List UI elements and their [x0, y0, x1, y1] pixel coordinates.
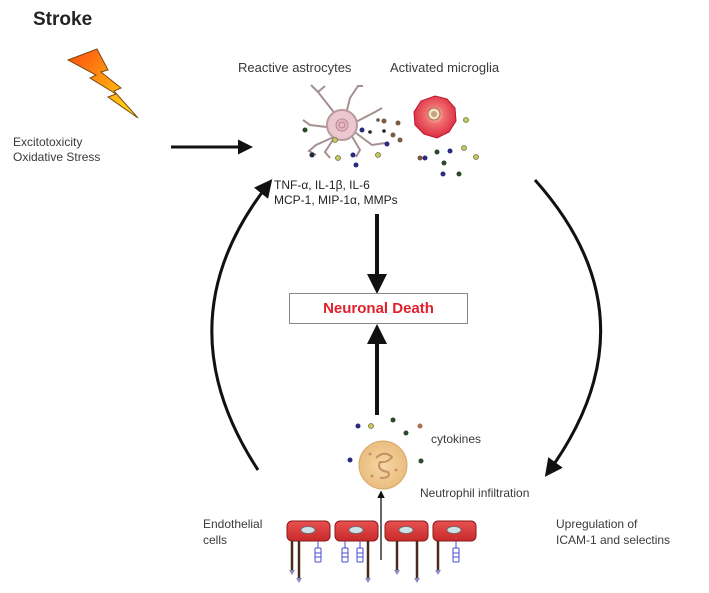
feedback-arc-right: [533, 179, 603, 477]
icam-stalks: [290, 541, 440, 578]
endothelial-label-line-2: cells: [203, 533, 228, 547]
endothelial-label-line-1: Endothelial: [203, 517, 263, 531]
neuronal-death-label: Neuronal Death: [323, 300, 434, 317]
endothelial-cell: [286, 520, 331, 542]
lightning-bolt-icon: [66, 48, 139, 119]
upregulation-line-1: Upregulation of: [556, 517, 638, 531]
neutrophil-icon: [358, 440, 408, 490]
feedback-arc-left: [210, 179, 273, 471]
endothelial-cells-icon: [286, 520, 477, 542]
microglia-label: Activated microglia: [390, 60, 500, 75]
mediator-line-2: MCP-1, MIP-1α, MMPs: [274, 193, 398, 207]
mediator-list: TNF-α, IL-1β, IL-6 MCP-1, MIP-1α, MMPs: [274, 178, 398, 208]
endothelial-cell: [334, 520, 379, 542]
selectin-icons: [314, 541, 460, 563]
mediator-line-1: TNF-α, IL-1β, IL-6: [274, 178, 370, 192]
cytokines-label: cytokines: [431, 432, 482, 446]
astrocytes-label: Reactive astrocytes: [238, 60, 352, 75]
trigger-oxidative-stress: Oxidative Stress: [13, 150, 101, 164]
microglia-icon: [413, 95, 457, 139]
icam-tips: [289, 570, 441, 583]
astrocyte-icon: [302, 84, 386, 159]
trigger-excitotoxicity: Excitotoxicity: [13, 135, 83, 149]
neutrophil-infiltration-label: Neutrophil infiltration: [420, 486, 530, 500]
cytokine-dots-bottom: [347, 417, 424, 464]
stroke-title: Stroke: [33, 9, 93, 30]
endothelial-cell: [432, 520, 477, 542]
cytokine-dots-top: [302, 117, 479, 177]
neuronal-death-box: Neuronal Death: [289, 293, 468, 324]
upregulation-line-2: ICAM-1 and selectins: [556, 533, 671, 547]
endothelial-cell: [384, 520, 429, 542]
